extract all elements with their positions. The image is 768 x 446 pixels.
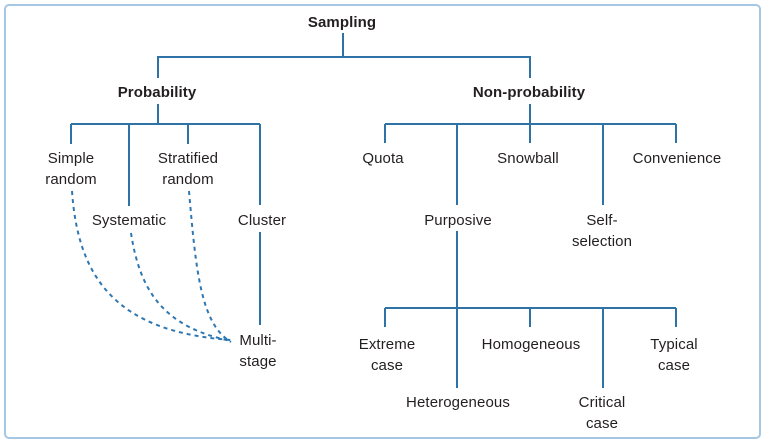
node-stratified-random: Stratified random xyxy=(157,150,219,188)
node-snowball: Snowball xyxy=(497,150,559,167)
node-extreme-case: Extreme case xyxy=(358,336,416,374)
edge-simple-random-multistage-curve xyxy=(71,190,232,341)
node-typical-case: Typical case xyxy=(650,336,698,374)
edge-systematic-multistage-curve xyxy=(130,232,232,342)
node-purposive: Purposive xyxy=(424,212,492,229)
node-probability: Probability xyxy=(117,84,197,101)
node-non-probability: Non-probability xyxy=(472,84,586,101)
node-systematic: Systematic xyxy=(91,212,167,229)
edge-stratified-multistage-curve xyxy=(188,190,232,343)
node-simple-random: Simple random xyxy=(45,150,97,188)
dashed-connectors xyxy=(71,190,232,343)
node-homogeneous: Homogeneous xyxy=(481,336,581,353)
node-heterogeneous: Heterogeneous xyxy=(406,394,510,411)
node-convenience: Convenience xyxy=(632,150,722,167)
node-sampling: Sampling xyxy=(307,14,377,31)
node-multi-stage: Multi- stage xyxy=(239,332,277,370)
node-cluster: Cluster xyxy=(237,212,287,229)
solid-connectors xyxy=(70,33,677,388)
node-critical-case: Critical case xyxy=(578,394,626,432)
node-quota: Quota xyxy=(362,150,404,167)
edge-top-bar xyxy=(157,56,531,78)
node-self-selection: Self- selection xyxy=(571,212,633,250)
